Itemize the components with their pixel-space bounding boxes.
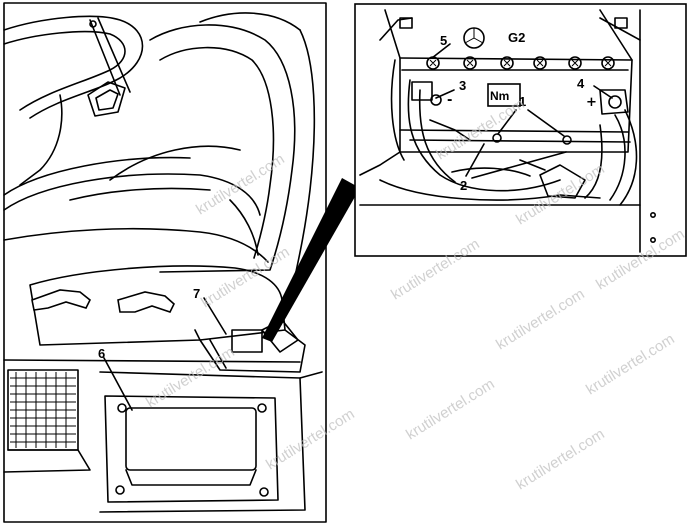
- battery-body: [379, 9, 641, 153]
- seat-cushion: [3, 145, 286, 346]
- plus-sign: +: [586, 95, 597, 110]
- battery-label: G2: [508, 30, 525, 45]
- callout-1: 1: [519, 94, 526, 109]
- leader-1b: [527, 109, 565, 137]
- cell-plugs: [426, 56, 615, 70]
- watermark: krutilvertel.com: [193, 151, 288, 219]
- callout-7: 7: [193, 286, 200, 301]
- manufacturer-star: [463, 27, 485, 49]
- seat-levers: [31, 289, 175, 313]
- callout-3: 3: [459, 78, 466, 93]
- battery-access-cover: [104, 395, 279, 503]
- leader-2a: [465, 143, 485, 177]
- watermark: krutilvertel.com: [513, 426, 608, 494]
- seat-side-panel: [3, 319, 323, 513]
- main-frame: [3, 2, 327, 523]
- leader-4: [593, 85, 613, 99]
- zoom-wedge: [262, 178, 360, 342]
- leader-6: [103, 357, 133, 411]
- steering-wheel: [3, 15, 144, 186]
- watermark: krutilvertel.com: [403, 376, 498, 444]
- leader-2b: [471, 151, 567, 179]
- floor-grille: [3, 369, 91, 473]
- battery-inset: G2 Nm - + 1 2 3 4 5: [354, 3, 687, 257]
- hold-down-and-wiring: [359, 59, 641, 206]
- callout-5: 5: [440, 33, 447, 48]
- torque-symbol: Nm: [490, 89, 509, 103]
- callout-6: 6: [98, 346, 105, 361]
- watermark: krutilvertel.com: [583, 331, 678, 399]
- watermark: krutilvertel.com: [263, 406, 358, 474]
- watermark: krutilvertel.com: [493, 286, 588, 354]
- leader-3: [435, 89, 455, 99]
- leader-1a: [497, 109, 517, 135]
- leader-5: [431, 43, 451, 59]
- minus-sign: -: [447, 93, 452, 108]
- watermark: krutilvertel.com: [198, 244, 293, 312]
- watermark: krutilvertel.com: [143, 344, 238, 412]
- callout-4: 4: [577, 76, 585, 91]
- torque-box: [487, 83, 521, 107]
- leader-7: [203, 297, 227, 335]
- callout-2: 2: [460, 178, 467, 193]
